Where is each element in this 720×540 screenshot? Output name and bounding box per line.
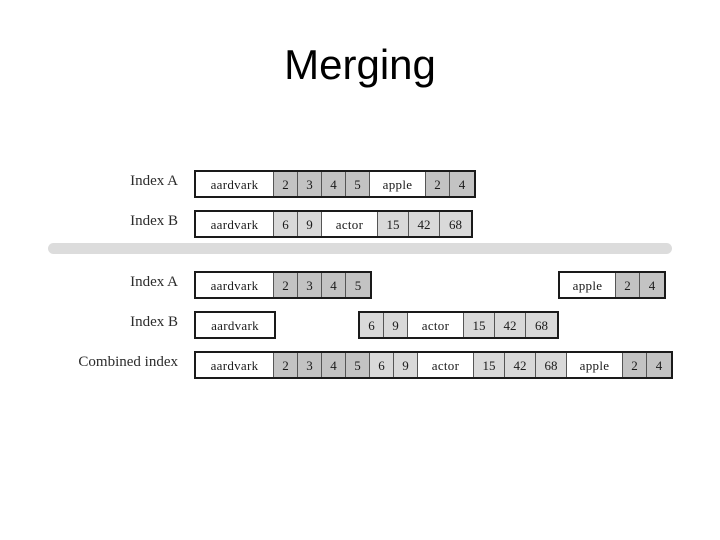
posting-cell: 4 [450,172,474,196]
posting-cell: 42 [505,353,536,377]
row-label: Index B [130,213,178,229]
posting-cell: 2 [623,353,647,377]
posting-list-strip: aardvark [194,311,276,339]
posting-cell: 6 [274,212,298,236]
posting-cell: 2 [274,273,298,297]
term-cell: aardvark [196,172,274,196]
posting-cell: 5 [346,172,370,196]
term-cell: actor [408,313,464,337]
row-label: Index B [130,314,178,330]
term-cell: actor [322,212,378,236]
posting-cell: 2 [616,273,640,297]
posting-cell: 68 [440,212,471,236]
posting-cell: 2 [426,172,450,196]
posting-cell: 3 [298,353,322,377]
term-cell: apple [560,273,616,297]
row-label: Index A [130,173,178,189]
term-cell: aardvark [196,212,274,236]
page-title: Merging [284,41,436,88]
row-label: Index A [130,274,178,290]
posting-cell: 42 [495,313,526,337]
posting-cell: 68 [536,353,567,377]
term-cell: aardvark [196,313,274,337]
posting-cell: 9 [384,313,408,337]
term-cell: actor [418,353,474,377]
posting-cell: 3 [298,273,322,297]
posting-cell: 5 [346,273,370,297]
posting-cell: 4 [322,353,346,377]
posting-cell: 3 [298,172,322,196]
term-cell: apple [567,353,623,377]
term-cell: apple [370,172,426,196]
posting-cell: 15 [464,313,495,337]
posting-cell: 15 [474,353,505,377]
posting-cell: 2 [274,172,298,196]
posting-cell: 9 [394,353,418,377]
posting-cell: 5 [346,353,370,377]
posting-cell: 2 [274,353,298,377]
posting-cell: 4 [322,172,346,196]
posting-cell: 4 [322,273,346,297]
section-divider-bar [48,243,672,254]
posting-cell: 68 [526,313,557,337]
posting-cell: 6 [360,313,384,337]
term-cell: aardvark [196,273,274,297]
posting-cell: 4 [647,353,671,377]
posting-cell: 6 [370,353,394,377]
posting-cell: 4 [640,273,664,297]
posting-cell: 42 [409,212,440,236]
posting-cell: 9 [298,212,322,236]
posting-cell: 15 [378,212,409,236]
row-label: Combined index [78,354,178,370]
term-cell: aardvark [196,353,274,377]
